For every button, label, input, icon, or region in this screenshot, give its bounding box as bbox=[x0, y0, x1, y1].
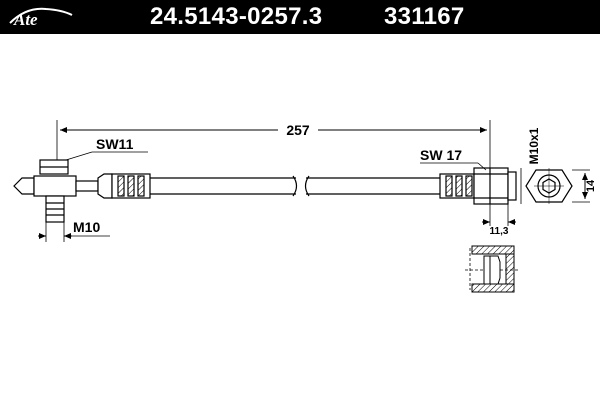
left-wrench-label: SW11 bbox=[96, 136, 134, 152]
left-banjo-fitting bbox=[13, 159, 113, 223]
hex-height-dimension: 14 bbox=[572, 169, 597, 203]
right-female-fitting bbox=[473, 167, 517, 205]
fitting-width-label: 11,3 bbox=[490, 226, 509, 237]
header-bar: Ate 24.5143-0257.3 331167 bbox=[0, 0, 600, 34]
left-thread-label: M10 bbox=[73, 219, 100, 235]
right-wrench-callout: SW 17 bbox=[420, 147, 487, 171]
left-wrench-callout: SW11 bbox=[65, 136, 148, 161]
ate-logo-icon: Ate bbox=[9, 7, 73, 29]
hex-end-view bbox=[525, 168, 573, 204]
right-crimp-sleeve bbox=[439, 173, 475, 199]
section-detail bbox=[465, 245, 520, 293]
hose-body bbox=[150, 175, 440, 197]
hex-height-label: 14 bbox=[585, 179, 597, 192]
fitting-width-dimension: 11,3 bbox=[482, 204, 516, 237]
left-thread-dimension: M10 bbox=[38, 219, 110, 242]
length-dimension: 257 bbox=[56, 120, 491, 170]
brand-text: Ate bbox=[13, 10, 38, 29]
part-number: 24.5143-0257.3 bbox=[150, 3, 323, 30]
reference-number: 331167 bbox=[384, 3, 465, 30]
right-thread-dimension: M10x1 bbox=[520, 127, 541, 204]
right-thread-label: M10x1 bbox=[527, 127, 541, 164]
length-label: 257 bbox=[286, 122, 310, 138]
right-wrench-label: SW 17 bbox=[420, 147, 462, 163]
left-crimp-sleeve bbox=[111, 173, 151, 199]
